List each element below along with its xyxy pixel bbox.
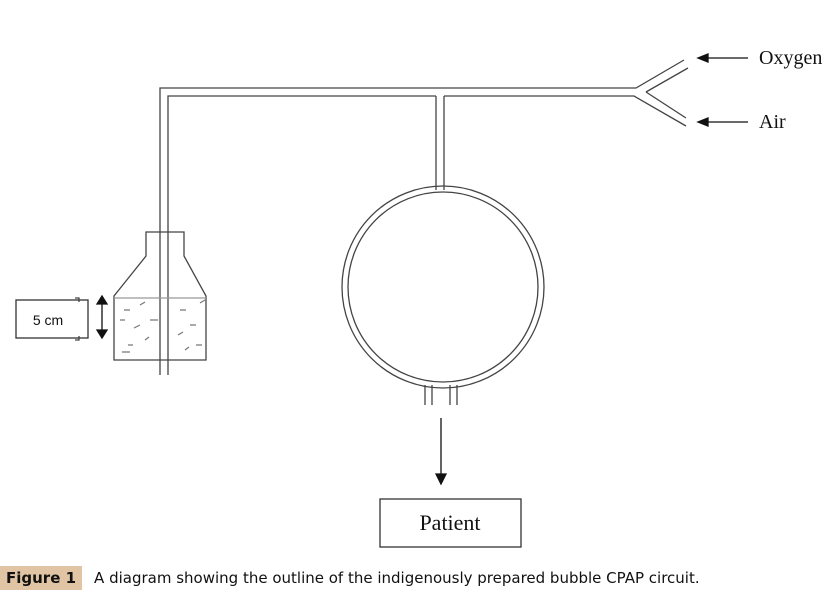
main-tube	[159, 59, 689, 375]
reservoir-bag	[341, 185, 545, 389]
caption-text: A diagram showing the outline of the ind…	[94, 569, 700, 587]
depth-label: 5 cm	[33, 312, 63, 328]
patient-label: Patient	[419, 510, 480, 535]
water-bottle	[113, 231, 207, 361]
oxygen-label: Oxygen	[759, 47, 822, 69]
figure-caption: Figure 1 A diagram showing the outline o…	[0, 566, 700, 590]
patient-box	[379, 498, 522, 548]
air-label: Air	[759, 111, 786, 133]
depth-box	[15, 299, 89, 339]
outlet	[424, 385, 458, 405]
figure-label: Figure 1	[0, 566, 83, 590]
